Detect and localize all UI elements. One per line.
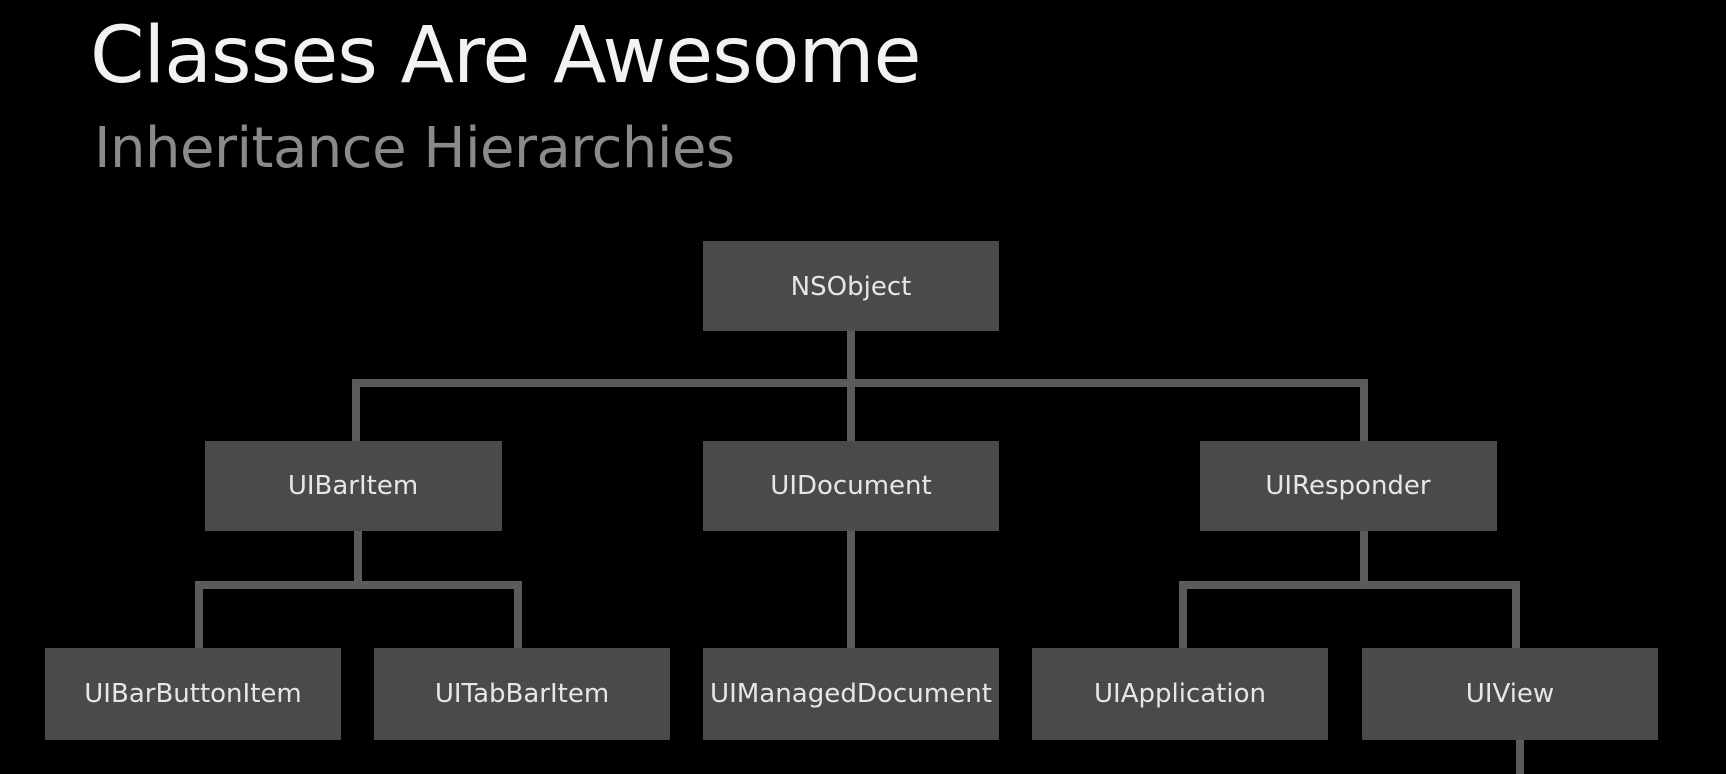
node-box [1200,441,1497,531]
node-box [374,648,670,740]
node-uiresponder: UIResponder [1200,441,1497,531]
connector-uibaritem-children [195,531,522,648]
node-label: UIBarButtonItem [84,679,301,709]
node-label: UIResponder [1265,471,1431,501]
connector-nsobject-children [352,331,1368,441]
node-uibaritem: UIBarItem [205,441,502,531]
node-uiview: UIView [1362,648,1658,740]
node-label: UITabBarItem [435,679,609,709]
node-box [45,648,341,740]
node-label: UIDocument [770,471,931,501]
node-box [205,441,502,531]
node-box [703,241,999,331]
node-uidocument: UIDocument [703,441,999,531]
node-label: UIApplication [1094,679,1266,709]
node-nsobject: NSObject [703,241,999,331]
node-uimanageddocument: UIManagedDocument [703,648,999,740]
node-box [1032,648,1328,740]
connector-uiresponder-children [1179,531,1520,648]
node-label: UIManagedDocument [710,679,992,709]
connectors [195,331,1524,774]
node-uibarbuttonitem: UIBarButtonItem [45,648,341,740]
slide-title: Classes Are Awesome [90,11,921,101]
node-label: UIView [1466,679,1554,709]
node-box [1362,648,1658,740]
node-uiapplication: UIApplication [1032,648,1328,740]
node-uitabbaritem: UITabBarItem [374,648,670,740]
node-box [703,648,999,740]
node-label: UIBarItem [288,471,418,501]
node-label: NSObject [791,272,912,302]
slide-subtitle: Inheritance Hierarchies [94,116,735,181]
node-box [703,441,999,531]
